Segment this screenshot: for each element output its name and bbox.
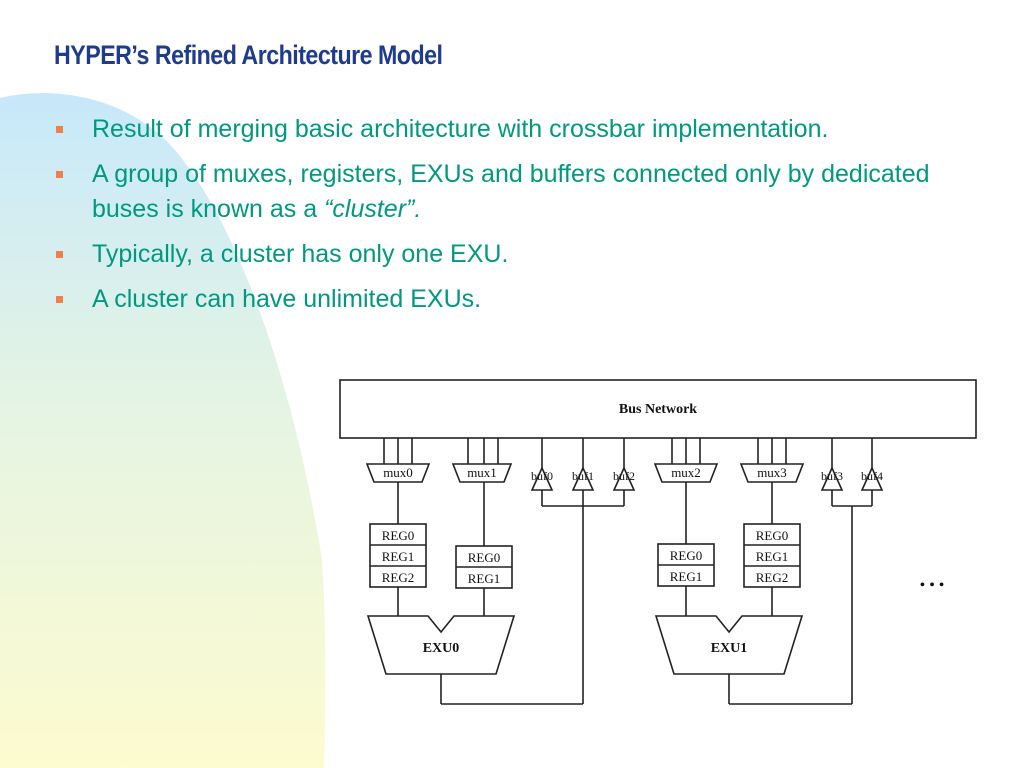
architecture-diagram: Bus Network mux0 mux1 mux2 mux3 buf0 buf… xyxy=(339,379,977,705)
bullet-item: Typically, a cluster has only one EXU. xyxy=(56,237,976,272)
bullet-text: Result of merging basic architecture wit… xyxy=(92,115,829,143)
bullet-text: A group of muxes, registers, EXUs and bu… xyxy=(92,160,930,223)
register-label: REG1 xyxy=(756,549,789,564)
ellipsis-more-clusters: • • • xyxy=(920,577,945,594)
register-label: REG2 xyxy=(756,570,789,585)
exu0-shape xyxy=(366,615,516,675)
register-label: REG0 xyxy=(756,528,789,543)
buf1-label: buf1 xyxy=(572,469,594,483)
buf2-label: buf2 xyxy=(613,469,635,483)
mux3-label: mux3 xyxy=(757,465,787,480)
buf3-label: buf3 xyxy=(821,469,843,483)
bus-network-label: Bus Network xyxy=(619,402,697,417)
register-file-0 xyxy=(369,523,427,588)
bullet-emphasis: “cluster”. xyxy=(324,195,422,223)
register-label: REG0 xyxy=(468,550,501,565)
mux2-shape xyxy=(653,463,719,483)
bus-network-box xyxy=(339,379,977,439)
register-label: REG2 xyxy=(382,570,415,585)
bullet-marker xyxy=(56,171,63,178)
bullet-marker xyxy=(56,251,63,258)
bullet-marker xyxy=(56,296,63,303)
bullet-marker xyxy=(56,126,63,133)
mux1-shape xyxy=(451,463,513,483)
register-label: REG0 xyxy=(670,548,703,563)
bullet-item: Result of merging basic architecture wit… xyxy=(56,112,976,147)
buf4-label: buf4 xyxy=(861,469,883,483)
bullet-list: Result of merging basic architecture wit… xyxy=(56,112,976,327)
mux3-shape xyxy=(739,463,805,483)
buf0-label: buf0 xyxy=(531,469,553,483)
mux0-shape xyxy=(365,463,431,483)
exu1-shape xyxy=(654,615,804,675)
mux0-label: mux0 xyxy=(383,465,413,480)
exu1-label: EXU1 xyxy=(711,641,748,656)
register-label: REG1 xyxy=(468,571,501,586)
exu0-label: EXU0 xyxy=(423,641,460,656)
register-file-3 xyxy=(743,523,801,588)
bullet-item: A cluster can have unlimited EXUs. xyxy=(56,282,976,317)
slide-title: HYPER’s Refined Architecture Model xyxy=(54,40,443,70)
bullet-item: A group of muxes, registers, EXUs and bu… xyxy=(56,157,976,227)
register-label: REG1 xyxy=(382,549,415,564)
mux2-label: mux2 xyxy=(671,465,701,480)
register-label: REG1 xyxy=(670,569,703,584)
register-label: REG0 xyxy=(382,528,415,543)
bullet-text: Typically, a cluster has only one EXU. xyxy=(92,240,509,268)
bullet-text: A cluster can have unlimited EXUs. xyxy=(92,285,482,313)
mux1-label: mux1 xyxy=(467,465,497,480)
